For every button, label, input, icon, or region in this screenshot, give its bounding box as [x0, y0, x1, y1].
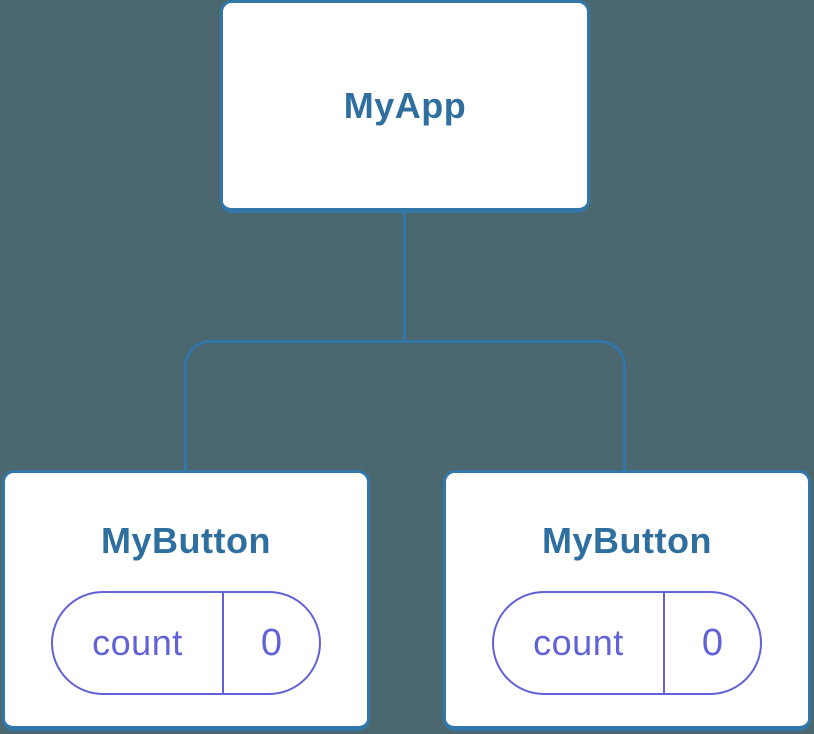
node-mybutton-left: MyButton count 0	[2, 470, 370, 731]
state-value-cell: 0	[665, 593, 760, 693]
state-value-right: 0	[701, 621, 724, 664]
node-mybutton-right-label: MyButton	[542, 520, 712, 561]
state-pill-right: count 0	[492, 591, 762, 695]
state-name-cell: count	[53, 593, 224, 693]
state-name-left: count	[92, 622, 183, 663]
node-mybutton-right: MyButton count 0	[443, 470, 811, 731]
node-myapp-label: MyApp	[343, 84, 467, 126]
state-value-cell: 0	[224, 593, 319, 693]
node-myapp: MyApp	[220, 0, 590, 213]
state-value-left: 0	[260, 621, 283, 664]
connector-bracket	[184, 340, 626, 470]
node-mybutton-left-label: MyButton	[101, 520, 271, 561]
connector-stem	[403, 209, 406, 343]
state-name-cell: count	[494, 593, 665, 693]
state-pill-left: count 0	[51, 591, 321, 695]
state-name-right: count	[533, 622, 624, 663]
